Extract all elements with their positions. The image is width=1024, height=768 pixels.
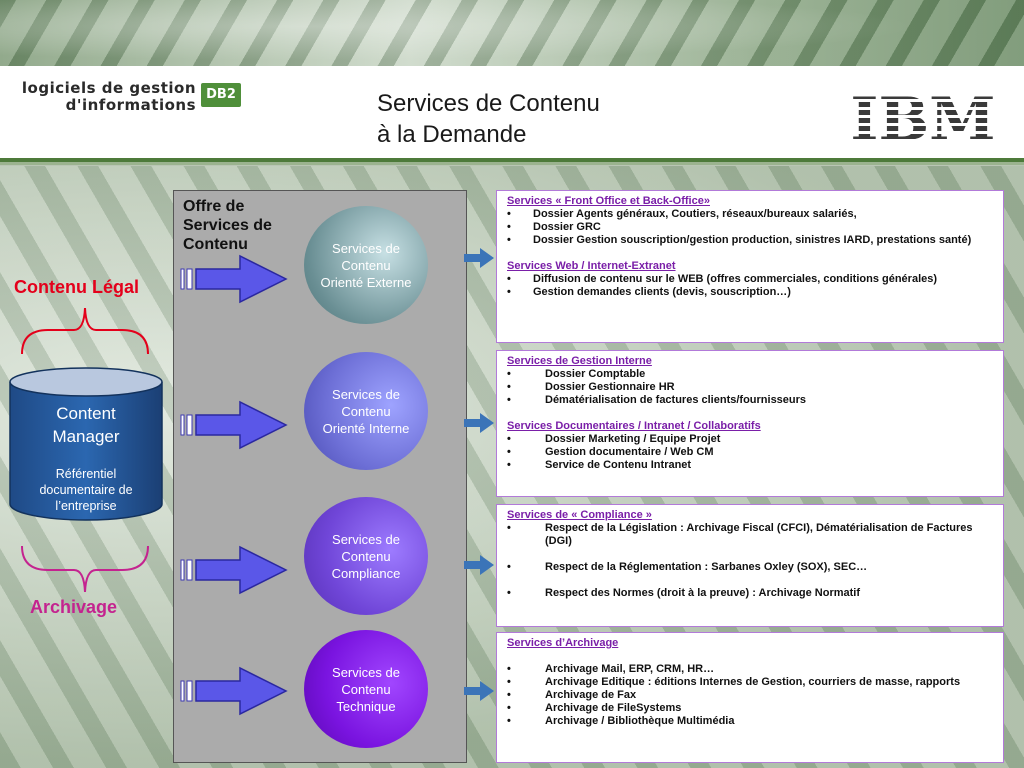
circle-line-1: Services de bbox=[332, 240, 400, 256]
brace-bottom-icon bbox=[21, 545, 149, 593]
ibm-logo: IBM bbox=[850, 86, 995, 148]
striped-arrow-icon bbox=[180, 400, 288, 450]
list-item: Dossier Comptable bbox=[507, 368, 993, 381]
section-title: Services Web / Internet-Extranet bbox=[507, 260, 676, 272]
circle-line-3: Compliance bbox=[331, 565, 401, 581]
service-circle-technical: Services de Contenu Technique bbox=[304, 630, 428, 748]
circle-line-3: Orienté Interne bbox=[322, 420, 410, 436]
list-item: Dossier Marketing / Equipe Projet bbox=[507, 433, 993, 446]
service-box-external: Services « Front Office et Back-Office» … bbox=[496, 190, 1004, 343]
small-arrow-icon bbox=[464, 555, 494, 575]
offer-title-line-3: Contenu bbox=[183, 236, 248, 253]
product-logo-text: logiciels de gestion d'informations bbox=[6, 80, 196, 114]
list-item: Dossier Gestionnaire HR bbox=[507, 381, 993, 394]
list-item: Respect de la Législation : Archivage Fi… bbox=[507, 522, 993, 548]
striped-arrow-icon bbox=[180, 545, 288, 595]
label-contenu-legal: Contenu Légal bbox=[14, 277, 139, 297]
database-title: Content Manager bbox=[10, 402, 162, 448]
striped-arrow-icon bbox=[180, 666, 288, 716]
list-item: Dossier Gestion souscription/gestion pro… bbox=[507, 234, 993, 247]
offer-title-line-1: Offre de bbox=[183, 198, 245, 215]
list-item: Archivage de Fax bbox=[507, 689, 993, 702]
list-item: Respect de la Réglementation : Sarbanes … bbox=[507, 561, 993, 574]
section-title: Services de « Compliance » bbox=[507, 509, 652, 521]
logo-line-1: logiciels de gestion bbox=[21, 79, 196, 97]
list-item: Service de Contenu Intranet bbox=[507, 459, 993, 472]
bullet-list: Dossier Marketing / Equipe Projet Gestio… bbox=[507, 433, 993, 472]
brace-top-icon bbox=[21, 307, 149, 355]
database-subtitle-line-2: documentaire de bbox=[39, 483, 133, 497]
page-title-line-1: Services de Contenu bbox=[377, 90, 600, 117]
striped-arrow-icon bbox=[180, 254, 288, 304]
section-title: Services de Gestion Interne bbox=[507, 355, 652, 367]
header-bar bbox=[0, 66, 1024, 162]
circle-line-2: Contenu bbox=[341, 403, 391, 419]
service-box-internal: Services de Gestion Interne Dossier Comp… bbox=[496, 350, 1004, 497]
bullet-list: Diffusion de contenu sur le WEB (offres … bbox=[507, 273, 993, 299]
bullet-list: Respect de la Législation : Archivage Fi… bbox=[507, 522, 993, 600]
circle-line-2: Contenu bbox=[341, 257, 391, 273]
service-circle-internal: Services de Contenu Orienté Interne bbox=[304, 352, 428, 470]
small-arrow-icon bbox=[464, 248, 494, 268]
circle-line-1: Services de bbox=[332, 531, 400, 547]
circle-line-2: Contenu bbox=[341, 548, 391, 564]
page-title: Services de Contenu à la Demande bbox=[377, 88, 677, 150]
circle-line-2: Contenu bbox=[341, 681, 391, 697]
circle-line-1: Services de bbox=[332, 664, 400, 680]
service-circle-external: Services de Contenu Orienté Externe bbox=[304, 206, 428, 324]
small-arrow-icon bbox=[464, 413, 494, 433]
circle-line-3: Orienté Externe bbox=[320, 274, 412, 290]
section-title: Services Documentaires / Intranet / Coll… bbox=[507, 420, 761, 432]
service-box-compliance: Services de « Compliance » Respect de la… bbox=[496, 504, 1004, 627]
list-item: Dossier GRC bbox=[507, 221, 993, 234]
page-title-line-2: à la Demande bbox=[377, 121, 527, 148]
section-title: Services d’Archivage bbox=[507, 637, 619, 649]
header-photo-band bbox=[0, 0, 1024, 66]
database-cylinder-icon bbox=[9, 367, 163, 521]
bullet-list: Archivage Mail, ERP, CRM, HR… Archivage … bbox=[507, 663, 993, 728]
database-title-line-1: Content bbox=[56, 404, 116, 423]
list-item: Gestion demandes clients (devis, souscri… bbox=[507, 286, 993, 299]
ibm-logo-text: IBM bbox=[850, 86, 995, 148]
label-archivage: Archivage bbox=[30, 597, 118, 617]
circle-line-1: Services de bbox=[332, 386, 400, 402]
circle-line-3: Technique bbox=[336, 698, 396, 714]
list-item: Archivage / Bibliothèque Multimédia bbox=[507, 715, 993, 728]
section-title: Services « Front Office et Back-Office» bbox=[507, 195, 710, 207]
database-subtitle: Référentiel documentaire de l’entreprise bbox=[10, 466, 162, 514]
list-item: Archivage de FileSystems bbox=[507, 702, 993, 715]
list-item: Dématérialisation de factures clients/fo… bbox=[507, 394, 993, 407]
bullet-list: Dossier Agents généraux, Coutiers, résea… bbox=[507, 208, 993, 247]
small-arrow-icon bbox=[464, 681, 494, 701]
list-item: Diffusion de contenu sur le WEB (offres … bbox=[507, 273, 993, 286]
database-subtitle-line-1: Référentiel bbox=[55, 467, 117, 481]
offer-panel-title: Offre de Services de Contenu bbox=[183, 197, 293, 254]
list-item: Gestion documentaire / Web CM bbox=[507, 446, 993, 459]
list-item: Archivage Editique : éditions Internes d… bbox=[507, 676, 993, 689]
service-box-archiving: Services d’Archivage Archivage Mail, ERP… bbox=[496, 632, 1004, 763]
service-circle-compliance: Services de Contenu Compliance bbox=[304, 497, 428, 615]
logo-line-2: d'informations bbox=[65, 96, 196, 114]
list-item: Dossier Agents généraux, Coutiers, résea… bbox=[507, 208, 993, 221]
offer-title-line-2: Services de bbox=[183, 217, 272, 234]
database-title-line-2: Manager bbox=[52, 427, 120, 446]
bullet-list: Dossier Comptable Dossier Gestionnaire H… bbox=[507, 368, 993, 407]
database-subtitle-line-3: l’entreprise bbox=[55, 499, 117, 513]
list-item: Archivage Mail, ERP, CRM, HR… bbox=[507, 663, 993, 676]
db2-badge: DB2 bbox=[201, 83, 241, 107]
list-item: Respect des Normes (droit à la preuve) :… bbox=[507, 587, 993, 600]
